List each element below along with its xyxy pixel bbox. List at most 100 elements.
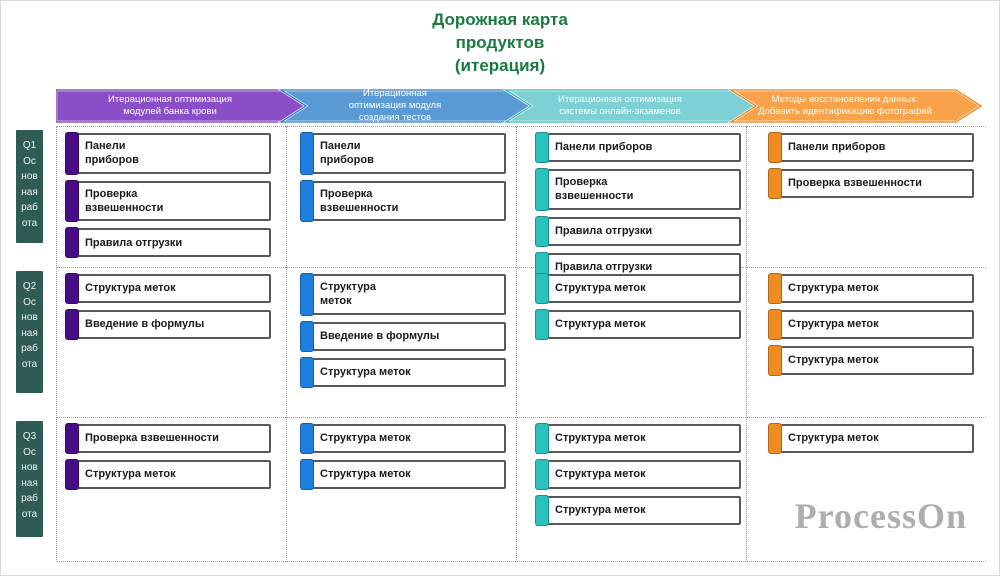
task-box: Правила отгрузки [65, 227, 271, 259]
task-color-tab-icon [65, 459, 79, 490]
task-label: Проверка взвешенности [788, 177, 922, 190]
phase-arrow-label-1: Итерационная оптимизация модулей банка к… [108, 94, 232, 117]
divider-vertical-2 [286, 126, 287, 562]
watermark: ProcessOn [794, 496, 967, 536]
task-color-tab-icon [65, 227, 79, 259]
task-color-tab-icon [65, 309, 79, 340]
task-box: Структура меток [300, 273, 506, 316]
task-color-tab-icon [535, 459, 549, 490]
task-color-tab-icon [535, 495, 549, 526]
task-box: Введение в формулы [300, 320, 506, 352]
task-label: Правила отгрузки [555, 224, 653, 237]
task-label: Структура меток [788, 432, 879, 445]
task-color-tab-icon [65, 273, 79, 304]
divider-horizontal-2 [56, 267, 986, 268]
task-color-tab-icon [65, 179, 79, 223]
task-color-tab-icon [535, 168, 549, 211]
phase-arrow-label-2: Итерационная оптимизация модуля создания… [348, 88, 442, 123]
task-box: Панели приборов [300, 132, 506, 175]
divider-vertical-1 [56, 126, 57, 562]
task-label: Введение в формулы [85, 318, 205, 331]
row-label-q3: Q3 Основная работа [16, 421, 43, 537]
task-label: Структура меток [788, 318, 879, 331]
task-color-tab-icon [768, 309, 782, 340]
task-box: Структура меток [535, 495, 741, 526]
phase-arrow-label-3: Итерационная оптимизация системы онлайн-… [558, 94, 682, 117]
divider-horizontal-1 [56, 126, 986, 127]
task-box: Проверка взвешенности [768, 168, 974, 199]
task-box: Структура меток [768, 345, 974, 376]
task-label: Структура меток [320, 468, 411, 481]
task-color-tab-icon [768, 423, 782, 454]
task-box: Проверка взвешенности [65, 179, 271, 223]
task-box: Структура меток [535, 423, 741, 454]
task-label: Структура меток [555, 282, 646, 295]
task-color-tab-icon [535, 273, 549, 304]
task-box: Проверка взвешенности [535, 168, 741, 211]
task-label: Панели приборов [788, 141, 886, 154]
task-box: Структура меток [535, 309, 741, 340]
task-label: Панели приборов [320, 140, 374, 167]
task-color-tab-icon [535, 215, 549, 247]
phase-arrow-labels: Итерационная оптимизация модулей банка к… [56, 88, 991, 123]
task-label: Структура меток [320, 281, 376, 308]
task-box: Структура меток [300, 423, 506, 454]
task-label: Структура меток [788, 354, 879, 367]
task-color-tab-icon [65, 423, 79, 454]
task-label: Панели приборов [555, 141, 653, 154]
task-label: Введение в формулы [320, 329, 440, 342]
task-color-tab-icon [300, 423, 314, 454]
task-label: Структура меток [85, 282, 176, 295]
task-box: Структура меток [300, 356, 506, 388]
task-color-tab-icon [535, 132, 549, 163]
task-color-tab-icon [300, 459, 314, 490]
task-color-tab-icon [300, 132, 314, 175]
task-label: Правила отгрузки [555, 260, 653, 273]
task-box: Введение в формулы [65, 309, 271, 340]
task-box: Панели приборов [65, 132, 271, 175]
task-box: Структура меток [65, 459, 271, 490]
divider-vertical-3 [516, 126, 517, 562]
task-color-tab-icon [300, 273, 314, 316]
task-color-tab-icon [300, 356, 314, 388]
task-label: Проверка взвешенности [85, 187, 164, 214]
task-label: Структура меток [555, 504, 646, 517]
task-color-tab-icon [768, 273, 782, 304]
task-color-tab-icon [300, 179, 314, 223]
task-color-tab-icon [300, 320, 314, 352]
task-box: Структура меток [768, 423, 974, 454]
task-box: Проверка взвешенности [300, 179, 506, 223]
page-title: Дорожная карта продуктов (итерация) [432, 10, 568, 75]
task-box: Структура меток [768, 273, 974, 304]
task-box: Структура меток [300, 459, 506, 490]
phase-arrows [54, 88, 991, 124]
task-color-tab-icon [768, 345, 782, 376]
task-box: Структура меток [535, 273, 741, 304]
phase-arrow-border-4 [728, 89, 983, 123]
task-box: Проверка взвешенности [65, 423, 271, 454]
task-label: Структура меток [85, 468, 176, 481]
phase-arrow-label-4: Методы восстановления данных: Добавить и… [758, 94, 932, 117]
task-box: Структура меток [768, 309, 974, 340]
task-label: Проверка взвешенности [555, 176, 634, 203]
task-label: Правила отгрузки [85, 236, 183, 249]
task-label: Структура меток [320, 432, 411, 445]
task-box: Правила отгрузки [535, 215, 741, 247]
task-color-tab-icon [768, 132, 782, 163]
divider-horizontal-3 [56, 417, 986, 418]
task-color-tab-icon [535, 423, 549, 454]
task-label: Структура меток [320, 365, 411, 378]
task-box: Структура меток [535, 459, 741, 490]
